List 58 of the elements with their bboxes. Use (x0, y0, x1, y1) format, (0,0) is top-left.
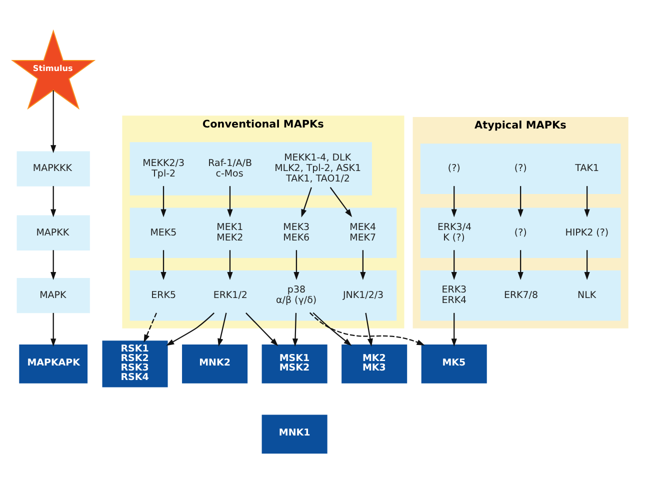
node-text: MEK1 MEK2 (216, 222, 244, 244)
arrow (360, 250, 366, 280)
node-box: MNK1 (262, 414, 328, 454)
arrow (292, 312, 298, 347)
arrow (50, 250, 56, 280)
node-text: ERK5 (151, 290, 176, 301)
node-text: MEK5 (150, 227, 177, 238)
node-box: MAPKAPK (19, 344, 88, 384)
node-text: ERK3 ERK4 (442, 284, 467, 306)
arrow (451, 250, 457, 280)
arrow (584, 250, 590, 280)
node-text: HIPK2 (?) (565, 227, 609, 238)
arrow (309, 312, 425, 346)
node-box: MNK2 (182, 344, 248, 384)
arrow (160, 250, 166, 280)
arrow (584, 186, 590, 218)
arrow (518, 186, 524, 218)
arrow (330, 187, 352, 218)
cluster (420, 144, 621, 194)
node-text: p38 α/β (γ/δ) (276, 284, 317, 306)
node-text: (?) (448, 163, 460, 174)
node-text: (?) (514, 163, 527, 174)
node-box: MK5 (421, 344, 487, 384)
arrow (50, 90, 56, 154)
node-text: MEKK2/3 Tpl-2 (142, 158, 185, 180)
arrow (312, 312, 352, 346)
node-text: TAK1 (575, 163, 599, 174)
node-text: NLK (578, 290, 596, 301)
arrow (294, 250, 300, 280)
node-box: MSK1 MSK2 (262, 344, 328, 384)
cluster (130, 142, 372, 196)
node-box: MAPKKK (16, 151, 90, 186)
arrow (50, 186, 56, 218)
arrow (227, 250, 233, 280)
arrow (518, 250, 524, 280)
arrow (218, 312, 227, 347)
node-text: MEK3 MEK6 (283, 222, 310, 244)
node-text: MEK4 MEK7 (350, 222, 376, 244)
node-box: RSK1 RSK2 RSK3 RSK4 (102, 340, 168, 388)
arrow (50, 312, 56, 347)
node-text: ERK7/8 (504, 290, 538, 301)
node-box: MAPK (16, 278, 90, 314)
arrow (144, 312, 157, 343)
arrow (301, 187, 312, 218)
arrow (160, 186, 166, 218)
node-text: (?) (514, 227, 527, 238)
node-text: Raf-1/A/B c-Mos (208, 158, 252, 180)
node-text: ERK3/4 K (?) (437, 222, 472, 244)
arrow (451, 312, 457, 347)
arrow (227, 186, 233, 218)
node-box: MK2 MK3 (342, 344, 408, 384)
node-text: MEKK1-4, DLK MLK2, Tpl-2, ASK1 TAK1, TAO1/2 (274, 152, 362, 185)
node-text: JNK1/2/3 (342, 290, 384, 301)
node-text: ERK1/2 (213, 290, 248, 301)
arrow (451, 186, 457, 218)
node-box: MAPKK (16, 215, 90, 250)
arrow (246, 312, 278, 346)
arrow (166, 312, 214, 346)
